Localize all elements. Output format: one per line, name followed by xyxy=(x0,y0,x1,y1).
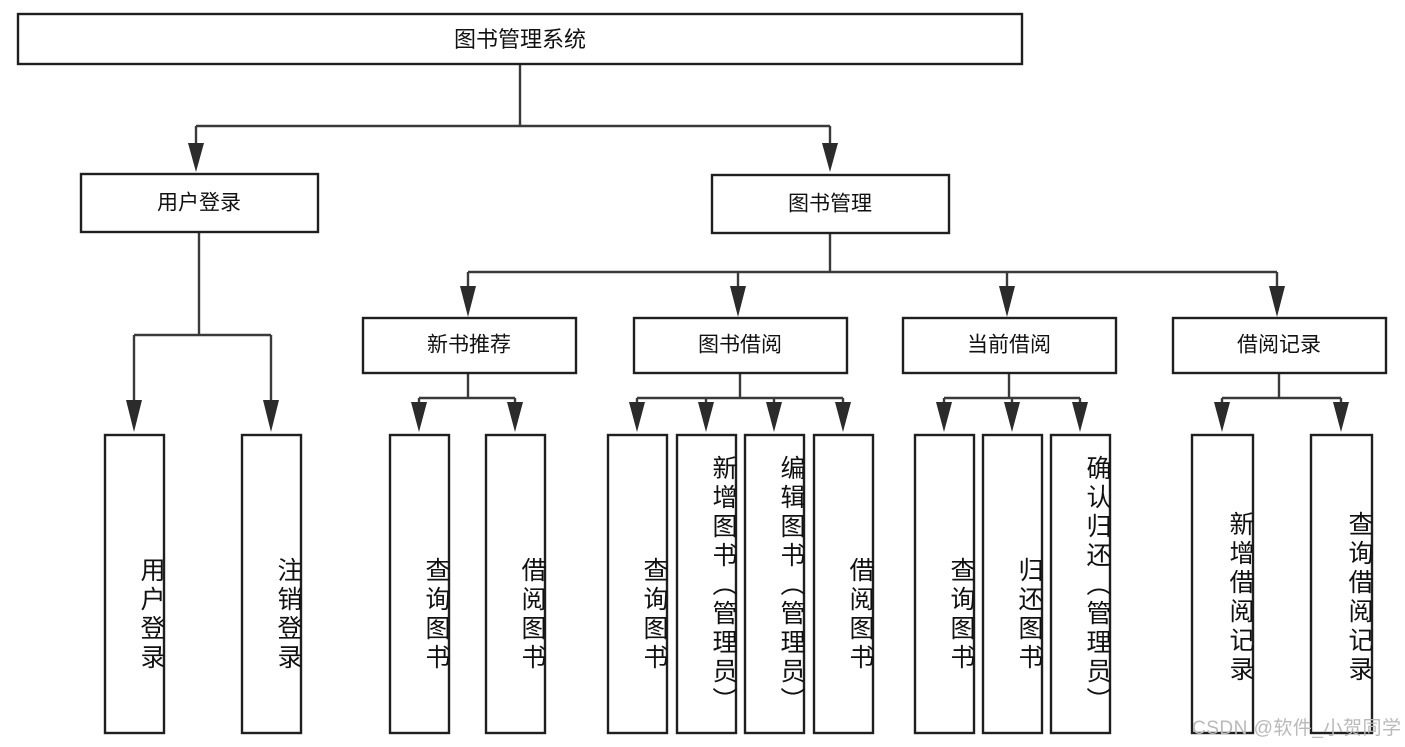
arrow-to-leaf-user-login xyxy=(126,400,142,432)
node-label-root: 图书管理系统 xyxy=(454,27,586,52)
arrow-current-borrow-leaf-2 xyxy=(1004,402,1020,432)
arrow-new-book-leaf-1 xyxy=(411,402,427,432)
node-label-book-management: 图书管理 xyxy=(788,193,872,216)
node-current-borrow[interactable]: 当前借阅 xyxy=(901,316,1118,375)
leaf-box-borrow-book[interactable] xyxy=(812,433,875,735)
connector-group-root-to-level2 xyxy=(188,64,838,172)
leaf-box-query-book-borrow[interactable] xyxy=(606,433,669,735)
leaf-box-edit-book-admin[interactable] xyxy=(743,433,806,735)
node-box-new-book-recommend[interactable] xyxy=(361,316,578,375)
leaf-box-confirm-return-admin[interactable] xyxy=(1049,433,1112,735)
leaf-box-add-borrow-record[interactable] xyxy=(1190,433,1255,735)
node-box-book-management[interactable] xyxy=(710,173,951,235)
node-borrow-record[interactable]: 借阅记录 xyxy=(1171,316,1388,375)
leaf-box-query-book-current[interactable] xyxy=(913,433,976,735)
arrow-to-new-book-recommend xyxy=(460,286,476,317)
node-user-login[interactable]: 用户登录 xyxy=(79,172,320,234)
node-root-system[interactable]: 图书管理系统 xyxy=(16,12,1024,66)
connector-group-current-borrow-to-leaves xyxy=(936,373,1088,432)
leaf-box-query-book-recommend[interactable] xyxy=(388,433,451,735)
leaf-box-user-login[interactable] xyxy=(103,433,166,735)
arrow-borrow-record-leaf-2 xyxy=(1333,402,1349,432)
connector-group-book-borrow-to-leaves xyxy=(629,373,851,432)
node-box-current-borrow[interactable] xyxy=(901,316,1118,375)
leaf-box-query-borrow-record[interactable] xyxy=(1309,433,1374,735)
csdn-watermark: CSDN @软件_小贺同学 xyxy=(1192,718,1402,739)
node-box-borrow-record[interactable] xyxy=(1171,316,1388,375)
node-label-borrow-record: 借阅记录 xyxy=(1237,334,1321,357)
arrow-to-leaf-logout xyxy=(263,400,279,432)
arrow-root-to-user-login xyxy=(188,143,204,172)
leaf-box-return-book[interactable] xyxy=(981,433,1044,735)
connector-group-new-book-to-leaves xyxy=(411,373,523,432)
arrow-book-borrow-leaf-3 xyxy=(766,402,782,432)
node-book-borrow[interactable]: 图书借阅 xyxy=(632,316,849,375)
node-label-current-borrow: 当前借阅 xyxy=(967,334,1051,357)
arrow-current-borrow-leaf-3 xyxy=(1072,402,1088,432)
arrow-to-borrow-record xyxy=(1269,286,1285,317)
node-box-root[interactable] xyxy=(16,12,1024,66)
node-label-new-book-recommend: 新书推荐 xyxy=(427,334,511,357)
leaf-box-logout[interactable] xyxy=(240,433,303,735)
arrow-root-to-book-manage xyxy=(822,143,838,172)
node-label-user-login: 用户登录 xyxy=(157,192,241,215)
arrow-current-borrow-leaf-1 xyxy=(936,402,952,432)
connector-group-user-login-to-leaves xyxy=(126,232,279,432)
arrow-book-borrow-leaf-4 xyxy=(835,402,851,432)
connector-group-book-manage-to-level3 xyxy=(460,233,1285,317)
node-label-book-borrow: 图书借阅 xyxy=(698,334,782,357)
arrow-book-borrow-leaf-2 xyxy=(698,402,714,432)
arrow-new-book-leaf-2 xyxy=(507,402,523,432)
node-box-user-login[interactable] xyxy=(79,172,320,234)
connector-group-borrow-record-to-leaves xyxy=(1214,373,1349,432)
leaf-box-add-book-admin[interactable] xyxy=(675,433,738,735)
arrow-borrow-record-leaf-1 xyxy=(1214,402,1230,432)
arrow-to-current-borrow xyxy=(999,286,1015,317)
arrow-book-borrow-leaf-1 xyxy=(629,402,645,432)
node-new-book-recommend[interactable]: 新书推荐 xyxy=(361,316,578,375)
node-book-management[interactable]: 图书管理 xyxy=(710,173,951,235)
node-box-book-borrow[interactable] xyxy=(632,316,849,375)
arrow-to-book-borrow xyxy=(730,286,746,317)
leaf-box-borrow-book-recommend[interactable] xyxy=(484,433,547,735)
